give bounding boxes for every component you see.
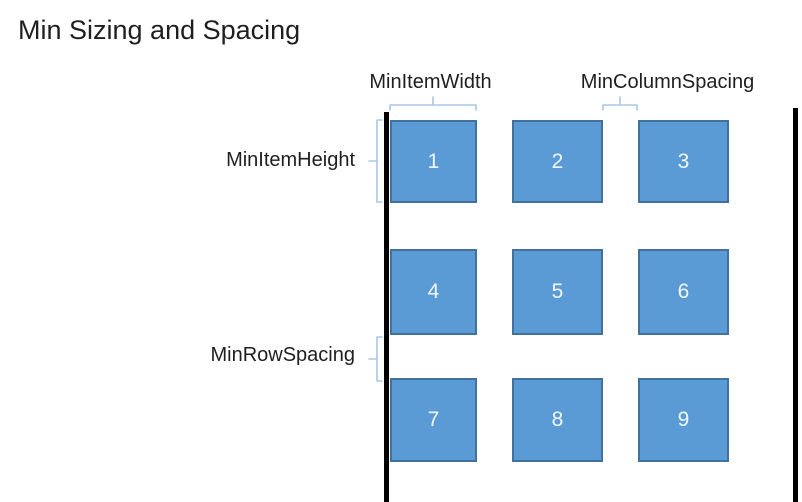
label-min-item-height: MinItemHeight bbox=[226, 149, 355, 171]
label-min-item-width: MinItemWidth bbox=[369, 71, 492, 93]
grid-item-5: 5 bbox=[512, 249, 603, 335]
min-row-spacing-brace-icon bbox=[368, 336, 383, 382]
right-edge-line bbox=[793, 108, 798, 502]
min-column-spacing-brace-icon bbox=[602, 96, 638, 111]
label-min-row-spacing: MinRowSpacing bbox=[210, 344, 355, 366]
grid-item-9: 9 bbox=[638, 378, 729, 462]
min-item-height-brace-icon bbox=[368, 119, 383, 203]
page-title: Min Sizing and Spacing bbox=[18, 15, 301, 45]
grid-item-1: 1 bbox=[390, 120, 477, 203]
min-item-width-brace-icon bbox=[389, 96, 477, 111]
grid-item-2: 2 bbox=[512, 120, 603, 203]
grid-item-7: 7 bbox=[390, 378, 477, 462]
grid-item-3: 3 bbox=[638, 120, 729, 203]
grid-item-8: 8 bbox=[512, 378, 603, 462]
grid-item-6: 6 bbox=[638, 249, 729, 335]
label-min-column-spacing: MinColumnSpacing bbox=[580, 71, 755, 93]
grid-item-4: 4 bbox=[390, 249, 477, 335]
left-edge-line bbox=[384, 112, 389, 502]
